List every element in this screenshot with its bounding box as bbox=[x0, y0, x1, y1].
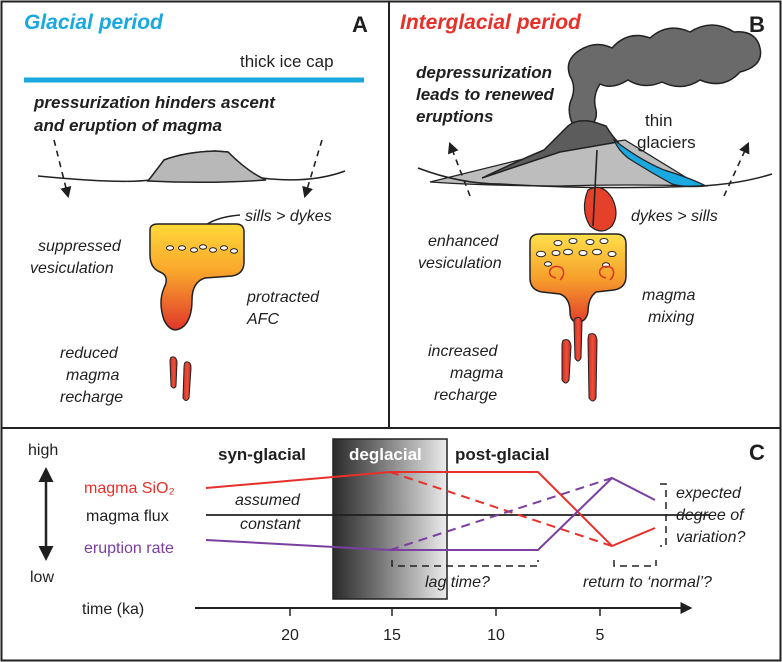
dyke-a-1 bbox=[169, 356, 178, 389]
lag-time-bracket bbox=[391, 560, 539, 567]
panel-c-letter: C bbox=[749, 440, 765, 465]
panel-a-heading-line1: pressurization hinders ascent bbox=[33, 93, 276, 112]
tick-label-15: 15 bbox=[383, 627, 401, 644]
afc-line2: AFC bbox=[246, 311, 279, 328]
vesicles-b bbox=[536, 238, 617, 268]
dyke-a-2 bbox=[182, 361, 192, 401]
feeder-dyke-b bbox=[583, 186, 617, 232]
panel-b-heading-line3: eruptions bbox=[416, 107, 493, 126]
eruption-line-dashed bbox=[389, 477, 613, 551]
deglacial-band bbox=[332, 438, 448, 600]
vesic-a-line1: suppressed bbox=[38, 238, 122, 255]
axis-high-label: high bbox=[28, 442, 58, 459]
dyke-b-1 bbox=[573, 317, 583, 362]
phase-deglacial: deglacial bbox=[349, 445, 422, 464]
expected-line2: degree of bbox=[676, 507, 745, 524]
afc-line1: protracted bbox=[246, 289, 320, 306]
eruption-plume bbox=[567, 24, 762, 129]
volcano-cone-b bbox=[481, 119, 620, 179]
series-label-flux: magma flux bbox=[86, 508, 169, 525]
series-label-eruption: eruption rate bbox=[84, 540, 174, 557]
recharge-a-line1: reduced bbox=[60, 345, 119, 362]
vesic-a-line2: vesiculation bbox=[30, 260, 114, 277]
time-axis-label: time (ka) bbox=[82, 601, 144, 618]
pressure-arrow-left-icon bbox=[53, 139, 72, 199]
expected-line3: variation? bbox=[676, 529, 745, 546]
expected-line1: expected bbox=[676, 485, 742, 502]
eruption-line-solid bbox=[205, 476, 656, 551]
conduit-line bbox=[592, 149, 598, 227]
glacier-label-line1: thin bbox=[645, 111, 672, 130]
vesic-b-line1: enhanced bbox=[428, 233, 499, 250]
panel-a: A Glacial period thick ice cap pressuriz… bbox=[24, 11, 368, 406]
recharge-a-line3: recharge bbox=[60, 389, 123, 406]
uplift-arrow-right-icon bbox=[723, 141, 750, 197]
sio2-line-dashed bbox=[389, 471, 613, 547]
return-normal-bracket bbox=[613, 560, 657, 567]
dyke-b-2 bbox=[561, 339, 572, 384]
panel-a-heading-line2: and eruption of magma bbox=[34, 116, 222, 135]
lag-time-label: lag time? bbox=[425, 574, 490, 591]
mixing-line2: mixing bbox=[648, 309, 694, 326]
assumed-line2: constant bbox=[240, 516, 301, 533]
panel-b: B Interglacial period depressurization l… bbox=[400, 11, 773, 404]
panel-b-heading-line1: depressurization bbox=[416, 63, 552, 82]
assumed-line1: assumed bbox=[235, 492, 301, 509]
mixing-swirls-b bbox=[548, 265, 615, 281]
glacier-label-line2: glaciers bbox=[637, 133, 696, 152]
panel-b-heading-line2: leads to renewed bbox=[416, 85, 555, 104]
panel-b-letter: B bbox=[749, 12, 765, 37]
dykes-label: dykes > sills bbox=[631, 208, 718, 225]
phase-syn-glacial: syn-glacial bbox=[218, 445, 306, 464]
recharge-b-line1: increased bbox=[428, 343, 498, 360]
uplift-arrow-left-icon bbox=[447, 141, 471, 197]
phase-post-glacial: post-glacial bbox=[455, 445, 549, 464]
variation-bracket bbox=[660, 483, 667, 547]
recharge-b-line2: magma bbox=[450, 365, 503, 382]
vesic-b-line2: vesiculation bbox=[418, 255, 502, 272]
panel-a-title: Glacial period bbox=[24, 11, 164, 34]
axis-low-label: low bbox=[30, 569, 54, 586]
tick-label-20: 20 bbox=[281, 627, 299, 644]
panel-c: C deglacial syn-glacial post-glacial hig… bbox=[28, 438, 765, 644]
magma-chamber-b bbox=[529, 233, 627, 323]
dyke-b-3 bbox=[587, 333, 598, 402]
sills-label: sills > dykes bbox=[245, 208, 332, 225]
tick-label-10: 10 bbox=[487, 627, 505, 644]
magma-chamber-a bbox=[149, 223, 245, 331]
sio2-line-solid bbox=[205, 471, 656, 548]
tick-label-5: 5 bbox=[596, 627, 605, 644]
series-label-sio2: magma SiO₂ bbox=[84, 480, 175, 497]
mixing-line1: magma bbox=[642, 287, 695, 304]
panel-a-letter: A bbox=[352, 12, 368, 37]
time-ticks: 20 15 10 5 bbox=[281, 608, 605, 644]
recharge-b-line3: recharge bbox=[434, 387, 497, 404]
volcano-edifice-a bbox=[146, 150, 267, 184]
sill-bubbles-a bbox=[166, 244, 238, 254]
panel-b-title: Interglacial period bbox=[400, 11, 582, 34]
pressure-arrow-right-icon bbox=[302, 139, 323, 199]
recharge-a-line2: magma bbox=[66, 367, 119, 384]
ice-cap-label: thick ice cap bbox=[240, 52, 334, 71]
return-normal-label: return to ‘normal’? bbox=[583, 574, 712, 591]
